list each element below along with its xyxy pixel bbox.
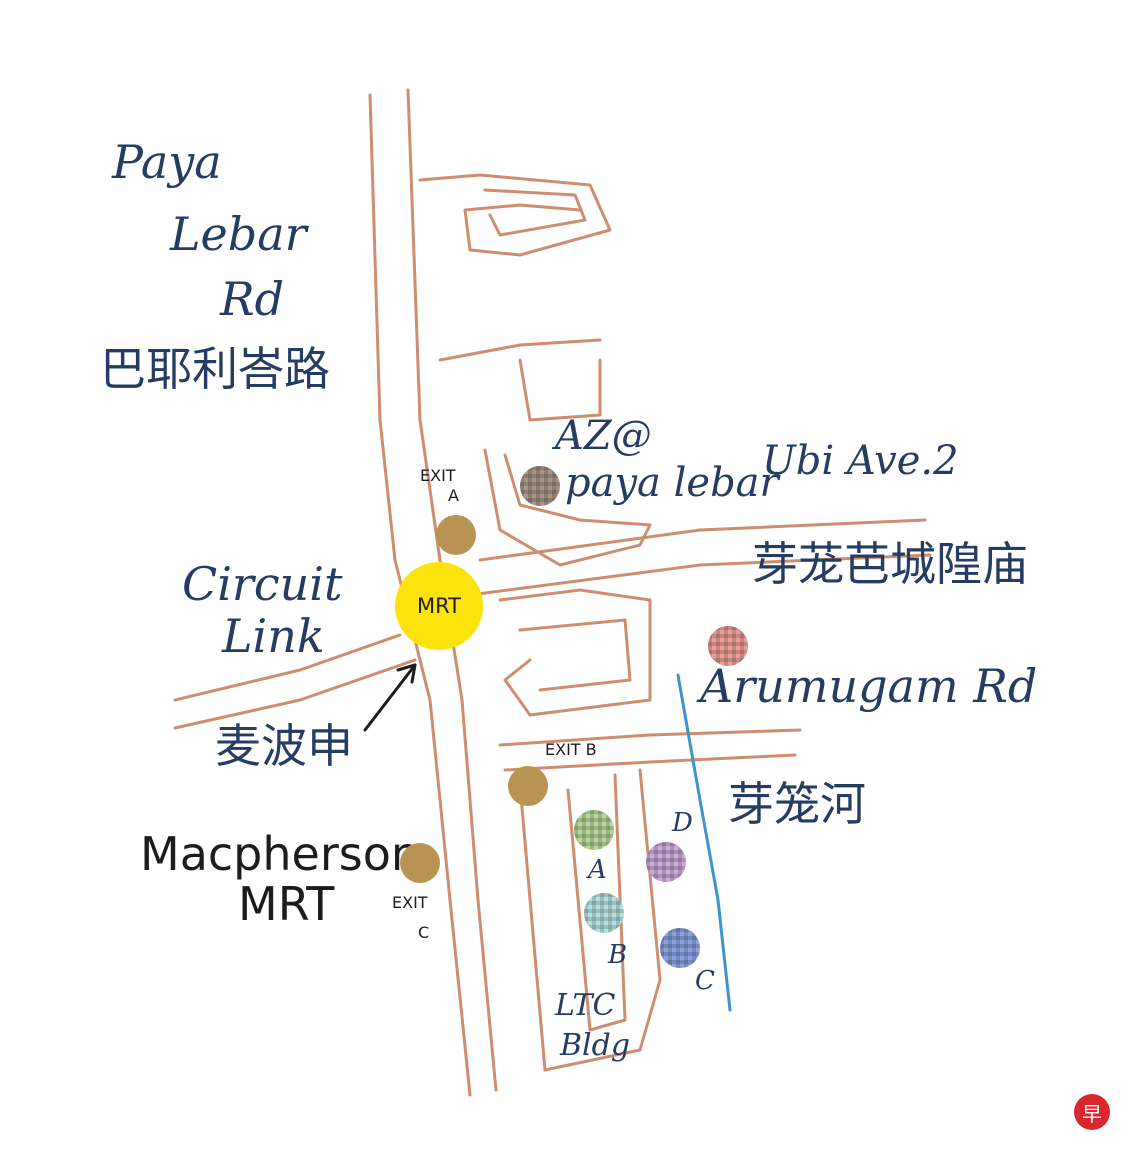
- mrt-label: MRT: [416, 594, 461, 618]
- label-macpherson-mrt: MRT: [238, 877, 335, 931]
- label-exit-a-word: EXIT: [420, 466, 456, 485]
- label-ltc: LTC: [555, 988, 616, 1023]
- block-a-marker: [574, 810, 614, 850]
- label-paya: Paya: [112, 135, 222, 189]
- publisher-logo: 早: [1074, 1094, 1110, 1130]
- road-east-loop: [498, 588, 652, 717]
- paya-lebar-mrt-marker: MRT: [395, 562, 483, 650]
- road-upper-ramp: [438, 338, 602, 362]
- label-geylang-river-cn: 芽笼河: [728, 777, 866, 831]
- label-block-c: C: [695, 966, 715, 996]
- road-upper-loop: [418, 173, 612, 257]
- label-arumugam-rd: Arumugam Rd: [700, 659, 1038, 713]
- label-macpherson-en: Macpherson: [140, 827, 420, 881]
- road-circuit-north-edge: [173, 633, 402, 702]
- label-paya-lebar-rd-cn: 巴耶利峇路: [100, 342, 330, 396]
- label-rd: Rd: [220, 272, 285, 326]
- label-bldg: Bldg: [560, 1028, 631, 1063]
- label-block-b: B: [608, 940, 628, 970]
- road-arumugam-north-edge: [498, 728, 802, 747]
- road-upper-block: [518, 358, 602, 422]
- road-upper-loop-inner: [483, 188, 587, 237]
- label-link: Link: [222, 609, 325, 663]
- label-az: AZ@: [555, 413, 652, 459]
- label-lebar: Lebar: [170, 207, 307, 261]
- label-ubi-ave-2: Ubi Ave.2: [762, 438, 959, 484]
- road-ubi-south-edge: [468, 553, 932, 597]
- block-b-marker: [584, 893, 624, 933]
- geylang-river: [676, 673, 732, 1012]
- block-d-marker: [646, 842, 686, 882]
- arrow-to-mrt: [363, 663, 417, 732]
- label-temple-cn: 芽茏芭城隍庙: [752, 537, 1028, 591]
- label-paya-lebar-az: paya lebar: [565, 460, 779, 506]
- label-exit-c-word: EXIT: [392, 893, 428, 912]
- label-exit-c-letter: C: [418, 923, 430, 942]
- az-paya-lebar-marker: [520, 466, 560, 506]
- temple-marker: [708, 626, 748, 666]
- road-ltc-frame: [518, 768, 662, 1072]
- exit-b-marker: [508, 766, 548, 806]
- road-east-loop-inner: [518, 618, 632, 692]
- logo-glyph: 早: [1082, 1101, 1102, 1126]
- road-arumugam-south-edge: [503, 753, 797, 772]
- exit-c-marker: [400, 843, 440, 883]
- label-block-d: D: [672, 808, 693, 838]
- label-circuit: Circuit: [182, 557, 343, 611]
- label-macpherson-cn: 麦波申: [215, 719, 353, 773]
- road-circuit-south-edge: [173, 658, 417, 730]
- label-exit-a-letter: A: [448, 486, 459, 505]
- exit-a-marker: [436, 515, 476, 555]
- block-c-marker: [660, 928, 700, 968]
- road-az-loop: [483, 448, 652, 567]
- label-block-a: A: [588, 855, 607, 885]
- road-ubi-north-edge: [478, 518, 927, 562]
- label-exit-b: EXIT B: [545, 740, 597, 759]
- road-ltc-frame-inner: [566, 773, 627, 1032]
